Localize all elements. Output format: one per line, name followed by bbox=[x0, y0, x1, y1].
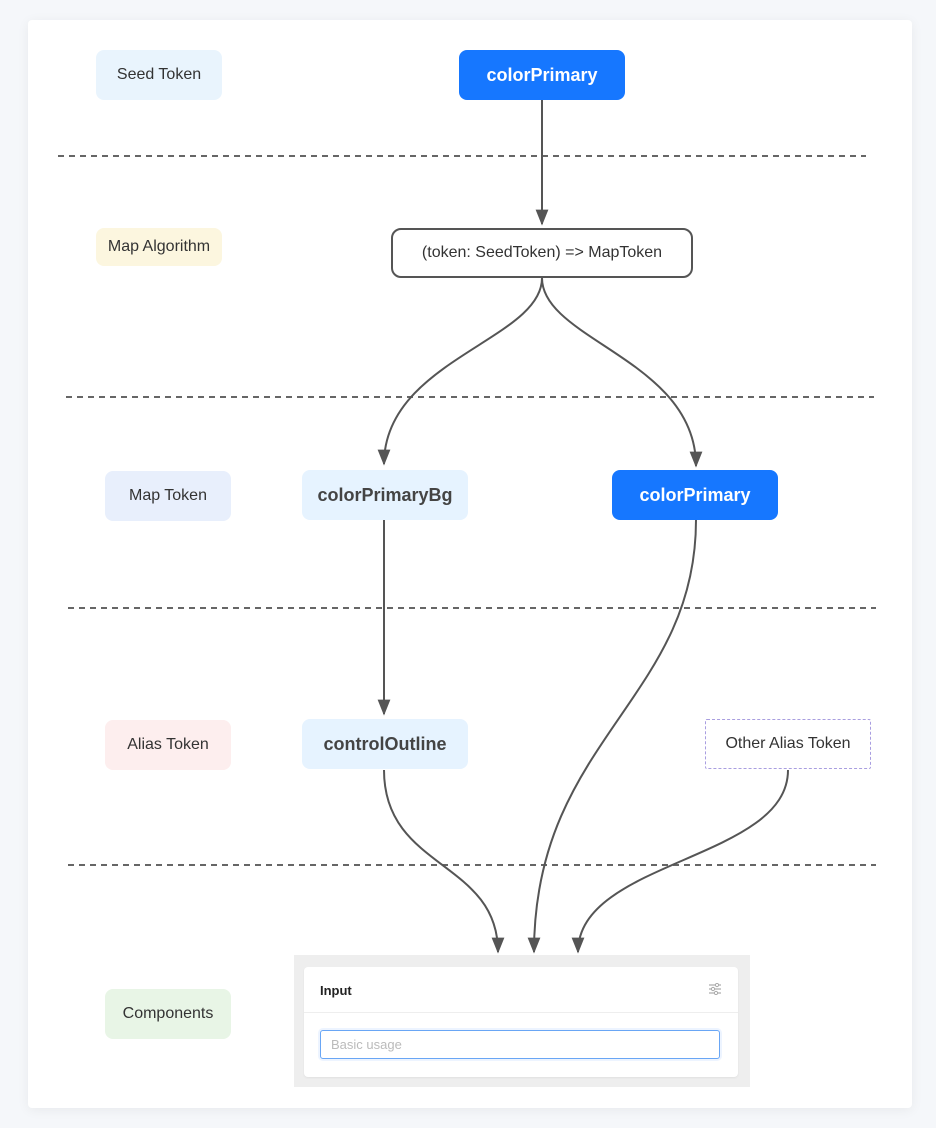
input-demo-title: Input bbox=[320, 983, 352, 998]
basic-usage-input[interactable] bbox=[320, 1030, 720, 1059]
layer-label-seed-token: Seed Token bbox=[96, 50, 222, 100]
layer-label-map-token: Map Token bbox=[105, 471, 231, 521]
diagram-card bbox=[28, 20, 912, 1108]
arrow-map-color-primary-to-input bbox=[527, 519, 697, 954]
layer-label-alias-token: Alias Token bbox=[105, 720, 231, 770]
arrow-other-alias-to-input bbox=[571, 769, 789, 954]
layer-label-map-algorithm: Map Algorithm bbox=[96, 228, 222, 266]
settings-menu-icon[interactable] bbox=[708, 982, 722, 996]
arrow-algorithm-to-map-color-primary bbox=[541, 277, 703, 468]
component-preview: Input bbox=[294, 955, 750, 1087]
input-demo-card: Input bbox=[304, 967, 738, 1077]
node-map-algorithm: (token: SeedToken) => MapToken bbox=[391, 228, 693, 278]
node-map-color-primary-bg: colorPrimaryBg bbox=[302, 470, 468, 520]
arrow-control-outline-to-input bbox=[383, 769, 505, 954]
input-demo-divider bbox=[304, 1012, 738, 1013]
arrow-algorithm-to-color-primary-bg bbox=[377, 277, 543, 466]
settings-menu-icon-glyph bbox=[709, 982, 721, 996]
layer-label-components: Components bbox=[105, 989, 231, 1039]
node-alias-control-outline: controlOutline bbox=[302, 719, 468, 769]
node-other-alias-token: Other Alias Token bbox=[705, 719, 871, 769]
node-seed-color-primary: colorPrimary bbox=[459, 50, 625, 100]
node-map-color-primary: colorPrimary bbox=[612, 470, 778, 520]
